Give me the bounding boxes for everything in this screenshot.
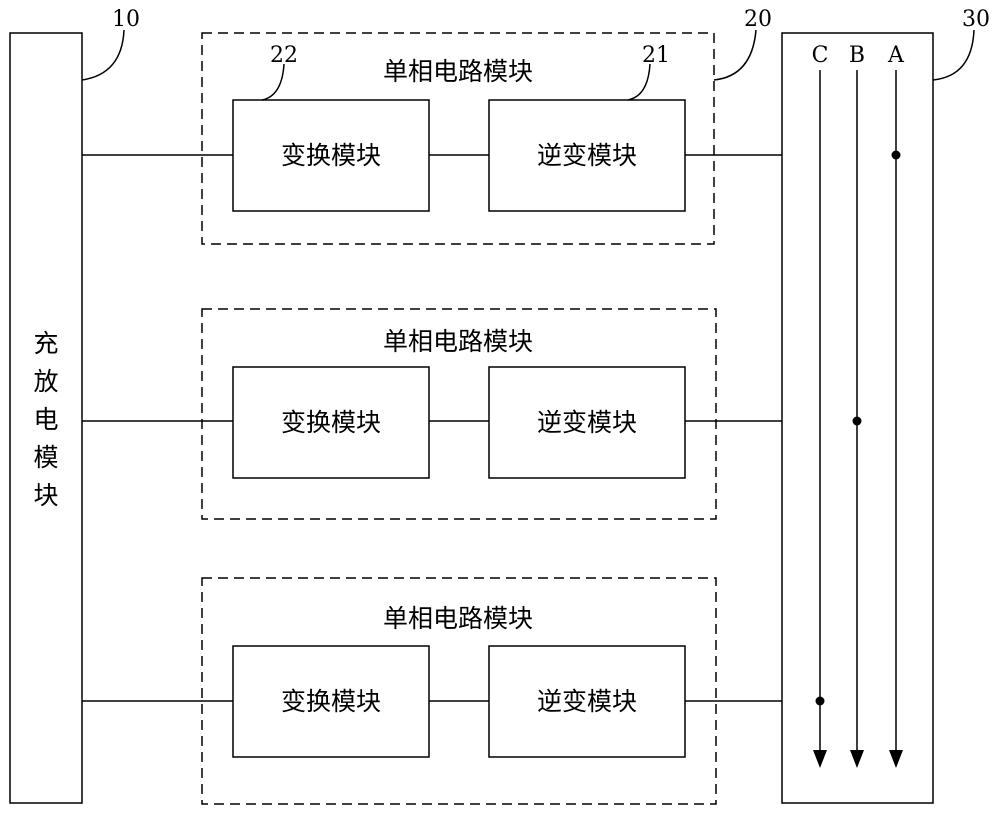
converter-box-3: [232, 645, 430, 758]
junction-dot-c: [815, 696, 825, 706]
phase-a-arrow: [889, 750, 903, 768]
ref-22-leader: [261, 63, 285, 101]
single-phase-circuit-module-3: 单相电路模块 变换模块 逆变模块: [201, 577, 717, 805]
ref-21-leader: [627, 63, 651, 101]
ref-30-leader: [932, 29, 975, 81]
charge-module-char-2: 放: [33, 367, 58, 396]
ref-10-leader: [81, 29, 125, 81]
phase-b-arrow: [850, 750, 864, 768]
inverter-label-1: 逆变模块: [537, 141, 637, 170]
phase-a-label: A: [887, 43, 905, 68]
single-phase-circuit-module-1: 单相电路模块 变换模块 逆变模块: [201, 32, 715, 245]
ref-10-label: 10: [112, 7, 140, 32]
converter-label-2: 变换模块: [281, 408, 381, 437]
phase-c-arrow: [813, 750, 827, 768]
three-phase-bus-box: C B A: [781, 32, 934, 804]
charge-module-char-3: 电: [33, 405, 58, 434]
phase-b-label: B: [849, 43, 865, 68]
single-phase-circuit-module-2: 单相电路模块 变换模块 逆变模块: [201, 308, 717, 520]
charge-discharge-module: 充 放 电 模 块: [9, 32, 83, 804]
inverter-label-3: 逆变模块: [537, 687, 637, 716]
ref-21-label: 21: [642, 43, 670, 68]
ref-20-leader: [713, 29, 757, 81]
circuit-module-title-3: 单相电路模块: [383, 604, 533, 633]
ref-22-label: 22: [270, 43, 298, 68]
junction-dot-a: [891, 150, 901, 160]
charge-module-char-1: 充: [33, 329, 58, 358]
converter-box-1: [232, 99, 430, 212]
converter-label-3: 变换模块: [281, 687, 381, 716]
phase-c-label: C: [812, 43, 829, 68]
circuit-module-title-1: 单相电路模块: [383, 57, 533, 86]
ref-20-label: 20: [744, 7, 772, 32]
junction-dot-b: [852, 416, 862, 426]
inverter-box-3: [488, 645, 686, 758]
ref-30-label: 30: [962, 7, 990, 32]
converter-box-2: [232, 366, 430, 479]
charge-module-char-4: 模: [33, 443, 58, 472]
inverter-box-1: [488, 99, 686, 212]
inverter-label-2: 逆变模块: [537, 408, 637, 437]
charge-module-char-5: 块: [33, 481, 58, 510]
inverter-box-2: [488, 366, 686, 479]
converter-label-1: 变换模块: [281, 141, 381, 170]
circuit-module-title-2: 单相电路模块: [383, 327, 533, 356]
